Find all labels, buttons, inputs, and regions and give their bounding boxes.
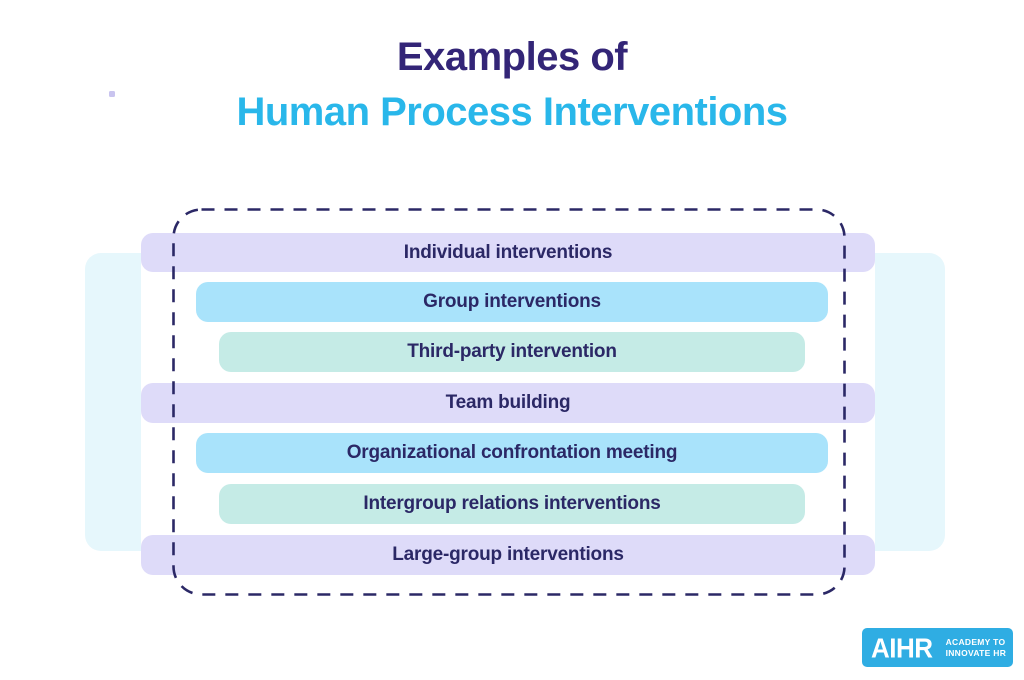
row-intergroup-relations-interventions: Intergroup relations interventions (219, 484, 805, 524)
row-team-building: Team building (141, 383, 875, 423)
title-line-primary: Examples of (396, 35, 628, 79)
row-organizational-confrontation-meeting: Organizational confrontation meeting (196, 433, 828, 473)
title-line-accent: Human Process Interventions (236, 90, 788, 134)
aihr-logo-wordmark: AIHR (871, 631, 933, 664)
aihr-logo: AIHR ACADEMY TO INNOVATE HR (862, 628, 1013, 667)
aihr-logo-tagline: ACADEMY TO INNOVATE HR (946, 637, 1007, 658)
row-large-group-interventions: Large-group interventions (141, 535, 875, 575)
decorative-dot (109, 91, 115, 97)
row-group-interventions: Group interventions (196, 282, 828, 322)
aihr-tagline-line2: INNOVATE HR (945, 647, 1007, 658)
page-title: Examples of Human Process Interventions (0, 30, 1024, 140)
aihr-tagline-line1: ACADEMY TO (945, 637, 1006, 647)
row-individual-interventions: Individual interventions (141, 233, 875, 272)
row-third-party-intervention: Third-party intervention (219, 332, 805, 372)
